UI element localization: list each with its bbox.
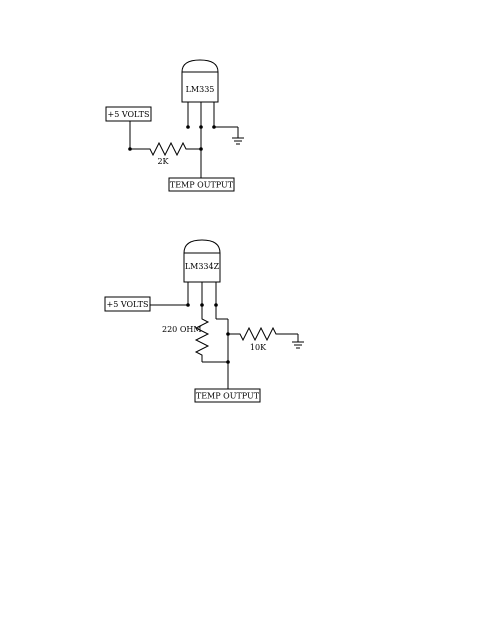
- lm335-package: [181, 59, 219, 103]
- ground-icon: [232, 137, 244, 145]
- lm335-label: LM335: [186, 85, 215, 94]
- lm335-center-junction: [199, 125, 203, 129]
- lm334z-label: LM334Z: [185, 262, 220, 271]
- supply-box-1: [105, 106, 152, 122]
- resistor-10k-label: 10K: [250, 343, 267, 352]
- supply-box-2: [104, 296, 151, 312]
- resistor-220-ohm: [194, 305, 210, 362]
- resistor-2k-label: 2K: [157, 157, 169, 166]
- supply-label-1: +5 VOLTS: [107, 110, 149, 119]
- output-label-2: TEMP OUTPUT: [196, 392, 260, 401]
- circuit-lm334z: LM334Z +5 VOLTS 220 OHM 10K: [104, 239, 304, 403]
- resistor-2k: [130, 141, 201, 157]
- resistor-10k: [228, 326, 298, 342]
- lm334z-package: [183, 239, 221, 283]
- output-label-1: TEMP OUTPUT: [170, 181, 234, 190]
- ground-icon: [292, 341, 304, 349]
- lm335-left-junction: [186, 125, 190, 129]
- circuit-lm335: LM335 +5 VOLTS 2K TEMP OUTPUT: [105, 59, 244, 192]
- resistor-220-junction: [226, 360, 230, 364]
- output-box-1: [168, 177, 235, 192]
- output-box-2: [194, 388, 261, 403]
- resistor-220-ohm-label: 220 OHM: [162, 325, 202, 334]
- resistor-2k-junction: [199, 147, 203, 151]
- supply-label-2: +5 VOLTS: [106, 300, 148, 309]
